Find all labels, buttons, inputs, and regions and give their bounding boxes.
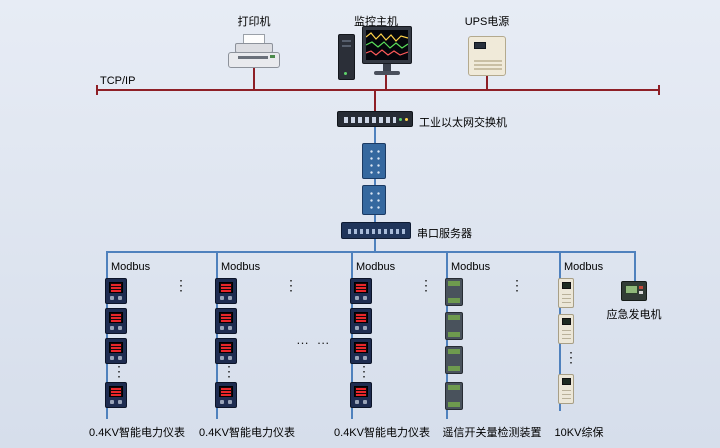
ethernet-switch-label: 工业以太网交换机 — [419, 117, 507, 129]
printer-drop-line — [253, 68, 255, 89]
protection-relay-icon — [558, 374, 574, 404]
converter-server-line — [374, 215, 376, 222]
branch-label-5: 10KV综保 — [554, 427, 604, 439]
printer-slot — [238, 56, 268, 59]
more-branches-ellipsis: … … — [296, 332, 332, 347]
modbus-label-3: Modbus — [356, 261, 396, 273]
switch-ports — [344, 117, 396, 123]
modbus-label-4: Modbus — [451, 261, 491, 273]
more-devices-ellipsis: ⋮ — [510, 277, 524, 293]
power-meter-icon — [105, 308, 127, 334]
power-meter-icon — [350, 278, 372, 304]
power-meter-icon — [350, 338, 372, 364]
more-devices-ellipsis: ⋮ — [112, 363, 126, 379]
converter-link-line — [374, 179, 376, 185]
media-converter-icon — [362, 185, 386, 215]
emergency-generator-controller-icon — [621, 281, 647, 301]
branch-label-3: 0.4KV智能电力仪表 — [334, 427, 430, 439]
modbus-label-5: Modbus — [564, 261, 604, 273]
di-detection-module-icon — [445, 346, 463, 374]
serial-server-ports — [348, 229, 406, 234]
converter-leds — [368, 148, 380, 174]
tcpip-bus-endcap-left — [96, 85, 98, 95]
more-devices-ellipsis: ⋮ — [564, 349, 578, 365]
ups-icon — [468, 36, 506, 76]
switch-uplink-line — [374, 91, 376, 111]
power-meter-icon — [350, 382, 372, 408]
switch-converter-line — [374, 127, 376, 143]
more-devices-ellipsis: ⋮ — [284, 277, 298, 293]
branch-label-4: 遥信开关量检测装置 — [442, 427, 542, 439]
host-drop-line — [385, 75, 387, 89]
tcpip-bus-endcap-right — [658, 85, 660, 95]
di-detection-module-icon — [445, 312, 463, 340]
tcpip-label: TCP/IP — [100, 75, 136, 87]
protection-relay-icon — [558, 278, 574, 308]
monitor-stand — [383, 64, 391, 71]
media-converter-icon — [362, 143, 386, 179]
power-meter-icon — [105, 382, 127, 408]
serial-server-label: 串口服务器 — [417, 228, 472, 240]
di-detection-module-icon — [445, 382, 463, 410]
modbus-branch-line-3 — [351, 251, 353, 419]
modbus-branch-line-2 — [216, 251, 218, 419]
di-detection-module-icon — [445, 278, 463, 306]
tcpip-bus-line — [96, 89, 660, 91]
server-bus-line — [374, 239, 376, 251]
monitor-icon — [362, 26, 412, 64]
ethernet-switch-icon — [337, 111, 413, 127]
ups-vents — [474, 68, 502, 70]
more-devices-ellipsis: ⋮ — [357, 363, 371, 379]
controller-buttons — [639, 286, 643, 289]
power-meter-icon — [350, 308, 372, 334]
printer-icon — [228, 34, 280, 68]
printer-button — [270, 55, 275, 58]
ups-drop-line — [486, 76, 488, 89]
power-meter-icon — [215, 278, 237, 304]
field-bus-line — [106, 251, 636, 253]
branch-label-1: 0.4KV智能电力仪表 — [89, 427, 185, 439]
branch-label-2: 0.4KV智能电力仪表 — [199, 427, 295, 439]
power-meter-icon — [105, 338, 127, 364]
monitor-host-label: 监控主机 — [354, 16, 398, 28]
monitor-base — [374, 71, 400, 75]
pc-tower-icon — [338, 34, 355, 80]
ups-display — [474, 42, 486, 49]
emergency-generator-label: 应急发电机 — [606, 309, 662, 321]
controller-screen — [625, 285, 638, 294]
more-devices-ellipsis: ⋮ — [419, 277, 433, 293]
ups-label: UPS电源 — [464, 16, 510, 28]
power-meter-icon — [215, 338, 237, 364]
serial-server-icon — [341, 222, 411, 239]
converter-leds — [368, 190, 380, 210]
more-devices-ellipsis: ⋮ — [174, 277, 188, 293]
power-meter-icon — [215, 382, 237, 408]
monitor-host-icon — [338, 26, 416, 82]
modbus-label-1: Modbus — [111, 261, 151, 273]
modbus-branch-line-1 — [106, 251, 108, 419]
emergency-drop-line — [634, 251, 636, 282]
power-meter-icon — [215, 308, 237, 334]
power-meter-icon — [105, 278, 127, 304]
more-devices-ellipsis: ⋮ — [222, 363, 236, 379]
waveform-screen — [366, 30, 408, 60]
protection-relay-icon — [558, 314, 574, 344]
modbus-label-2: Modbus — [221, 261, 261, 273]
printer-label: 打印机 — [237, 16, 271, 28]
switch-led — [405, 118, 408, 121]
